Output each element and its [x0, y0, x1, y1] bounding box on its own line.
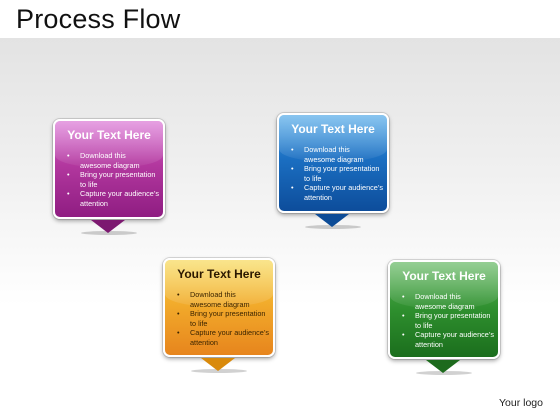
process-card-4: Your Text Here Download this awesome dia…: [388, 260, 500, 359]
slide-background: [0, 38, 560, 420]
bullet-list: Download this awesome diagram Bring your…: [165, 290, 273, 348]
pointer-shadow: [416, 371, 472, 375]
pointer-shadow: [191, 369, 247, 373]
process-card-3: Your Text Here Download this awesome dia…: [163, 258, 275, 357]
bullet-item: Download this awesome diagram: [177, 290, 269, 309]
bullet-item: Bring your presentation to life: [402, 311, 494, 330]
process-card-2: Your Text Here Download this awesome dia…: [277, 113, 389, 213]
process-card-1: Your Text Here Download this awesome dia…: [53, 119, 165, 219]
bullet-item: Download this awesome diagram: [67, 151, 159, 170]
bullet-item: Download this awesome diagram: [402, 292, 494, 311]
bullet-list: Download this awesome diagram Bring your…: [390, 292, 498, 350]
pointer-arrow-icon: [201, 358, 235, 371]
card-heading: Your Text Here: [67, 128, 151, 142]
bullet-item: Bring your presentation to life: [177, 309, 269, 328]
bullet-item: Capture your audience’s attention: [402, 330, 494, 349]
logo-placeholder: Your logo: [499, 397, 543, 409]
page-title: Process Flow: [16, 4, 181, 34]
bullet-item: Capture your audience’s attention: [177, 328, 269, 347]
pointer-arrow-icon: [91, 220, 125, 233]
card-heading: Your Text Here: [402, 269, 486, 283]
bullet-item: Capture your audience’s attention: [67, 189, 159, 208]
card-heading: Your Text Here: [291, 122, 375, 136]
bullet-item: Download this awesome diagram: [291, 145, 383, 164]
pointer-arrow-icon: [426, 360, 460, 373]
bullet-list: Download this awesome diagram Bring your…: [55, 151, 163, 209]
pointer-shadow: [305, 225, 361, 229]
bullet-item: Bring your presentation to life: [67, 170, 159, 189]
pointer-arrow-icon: [315, 214, 349, 227]
bullet-item: Bring your presentation to life: [291, 164, 383, 183]
card-heading: Your Text Here: [177, 267, 261, 281]
bullet-item: Capture your audience’s attention: [291, 183, 383, 202]
pointer-shadow: [81, 231, 137, 235]
bullet-list: Download this awesome diagram Bring your…: [279, 145, 387, 203]
